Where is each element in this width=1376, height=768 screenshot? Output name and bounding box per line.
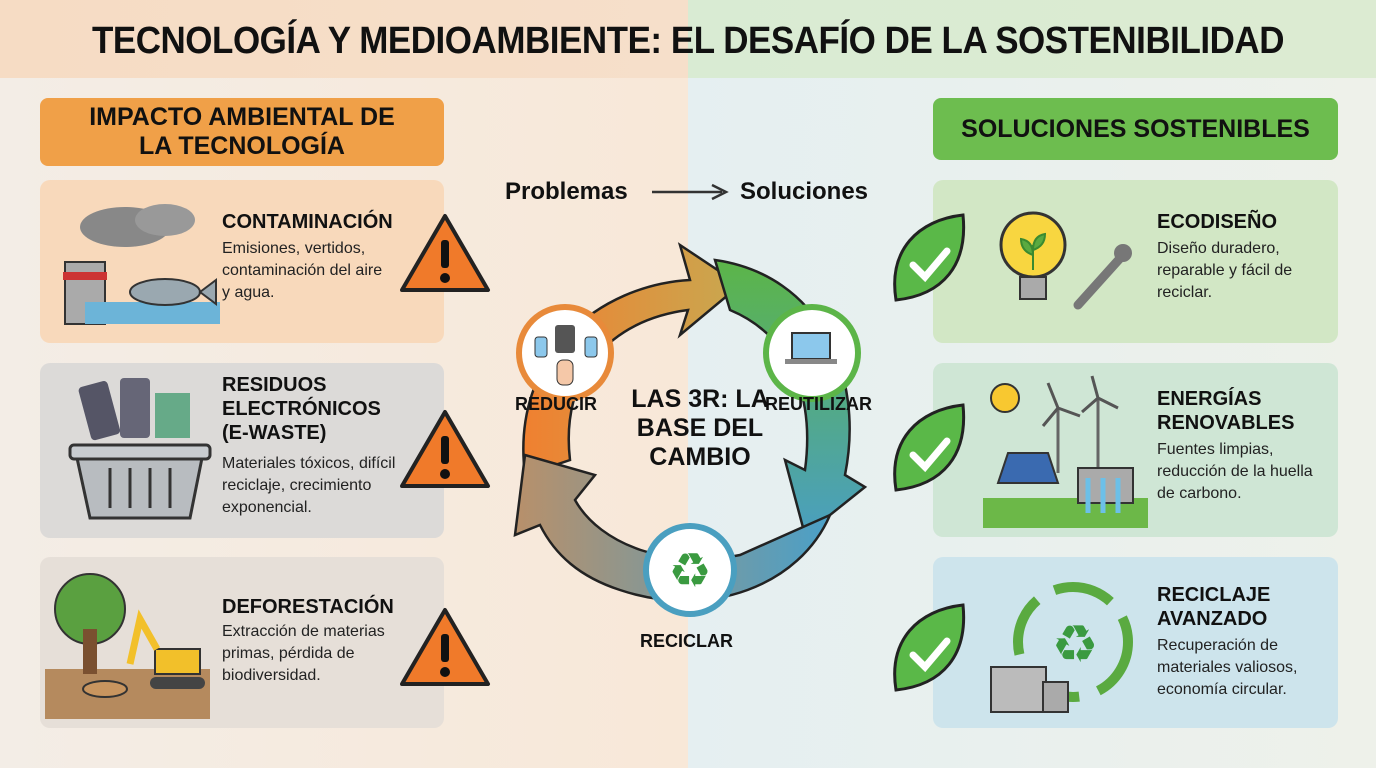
warning-icon xyxy=(400,608,490,686)
impact-header-text: IMPACTO AMBIENTAL DE LA TECNOLOGÍA xyxy=(89,103,395,160)
solution-title: ENERGÍAS RENOVABLES xyxy=(1157,388,1295,434)
page-title: TECNOLOGÍA Y MEDIOAMBIENTE: EL DESAFÍO D… xyxy=(91,20,1285,62)
warning-icon xyxy=(400,214,490,292)
leaf-check-icon xyxy=(893,403,966,492)
impact-title: DEFORESTACIÓN xyxy=(222,596,394,618)
solutions-header-text: SOLUCIONES SOSTENIBLES xyxy=(961,114,1310,143)
impact-card-deforestation: DEFORESTACIÓN Extracción de materias pri… xyxy=(40,557,444,728)
impact-title: CONTAMINACIÓN xyxy=(222,211,393,233)
solution-title: ECODISEÑO xyxy=(1157,211,1278,233)
warning-icon xyxy=(400,410,490,488)
solar-wind-hydro-icon xyxy=(983,375,1148,528)
solution-card-renewables: ENERGÍAS RENOVABLES Fuentes limpias, red… xyxy=(933,363,1338,537)
cycle-core-text: LAS 3R: LA BASE DEL CAMBIO xyxy=(631,385,769,471)
step-reducir: REDUCIR xyxy=(515,394,598,414)
leaf-check-icon xyxy=(893,213,966,302)
reciclar-icon xyxy=(643,523,737,617)
svg-text:♻: ♻ xyxy=(1052,616,1099,674)
impact-desc: Emisiones, vertidos, contaminación del a… xyxy=(222,240,383,301)
lightbulb-wrench-icon xyxy=(999,211,1132,310)
tree-excavator-icon xyxy=(45,573,210,719)
solutions-label: Soluciones xyxy=(740,178,869,205)
step-reciclar: RECICLAR xyxy=(640,631,733,651)
title-band xyxy=(0,0,1376,78)
solution-desc: Recuperación de materiales valiosos, eco… xyxy=(1157,637,1298,698)
impact-desc: Extracción de materias primas, pérdida d… xyxy=(222,623,385,684)
solution-desc: Diseño duradero, reparable y fácil de re… xyxy=(1157,240,1293,301)
impact-card-pollution: CONTAMINACIÓN Emisiones, vertidos, conta… xyxy=(40,180,444,343)
solution-card-ecodesign: ECODISEÑO Diseño duradero, reparable y f… xyxy=(933,180,1338,343)
step-reutilizar: REUTILIZAR xyxy=(765,394,872,414)
problems-label: Problemas xyxy=(505,178,628,205)
solution-card-advanced-recycling: ♻ RECICLAJE AVANZADO Recuperación de mat… xyxy=(933,557,1338,728)
solution-title: RECICLAJE AVANZADO xyxy=(1157,584,1271,630)
arrow-right-icon xyxy=(652,183,729,201)
svg-text:♻: ♻ xyxy=(668,545,711,598)
impact-desc: Materiales tóxicos, difícil reciclaje, c… xyxy=(222,455,396,516)
factory-smoke-fish-icon xyxy=(63,204,220,325)
impact-header: IMPACTO AMBIENTAL DE LA TECNOLOGÍA xyxy=(40,98,444,166)
impact-card-ewaste: RESIDUOS ELECTRÓNICOS (E-WASTE) Material… xyxy=(40,363,444,538)
recycling-plant-icon: ♻ xyxy=(990,582,1133,713)
solution-desc: Fuentes limpias, reducción de la huella … xyxy=(1157,441,1313,502)
impact-title: RESIDUOS ELECTRÓNICOS (E-WASTE) xyxy=(222,374,381,444)
three-r-cycle: ♻ xyxy=(513,242,868,617)
ewaste-bin-icon xyxy=(68,378,212,520)
leaf-check-icon xyxy=(893,603,966,692)
arrow-reciclar-to-reducir xyxy=(513,453,833,603)
solutions-header: SOLUCIONES SOSTENIBLES xyxy=(933,98,1338,160)
